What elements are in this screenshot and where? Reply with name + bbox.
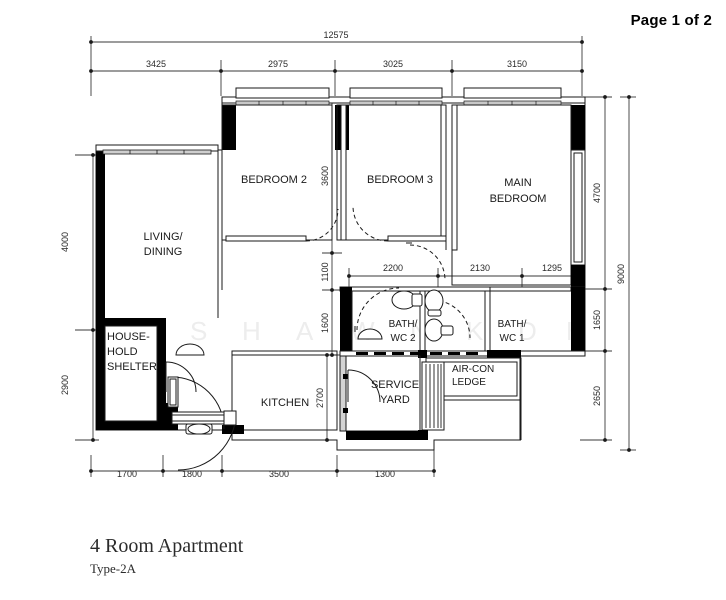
dim-right-1650: 1650: [592, 310, 602, 330]
dim-top-overall: 12575: [323, 30, 348, 40]
dimension-lines: [75, 36, 636, 477]
svg-text:HOLD: HOLD: [107, 346, 138, 358]
svg-text:YARD: YARD: [380, 394, 410, 406]
page-indicator: Page 1 of 2: [630, 12, 712, 29]
dim-bot-4: 1300: [375, 469, 395, 479]
svg-text:WC 1: WC 1: [500, 333, 525, 344]
dim-top-3: 3025: [383, 59, 403, 69]
svg-text:K: K: [466, 316, 502, 346]
label-air-con-ledge: AIR-CON: [452, 364, 494, 375]
svg-text:A: A: [296, 316, 332, 346]
dim-left-2900: 2900: [60, 375, 70, 395]
label-main-bedroom: MAIN: [504, 177, 532, 189]
label-living-dining: LIVING/: [143, 231, 183, 243]
dim-right-4700: 4700: [592, 183, 602, 203]
dimension-labels: 12575 3425 2975 3025 3150 1700 1800 3500…: [60, 30, 626, 479]
walls: [95, 87, 586, 451]
dim-kitchen-2700: 2700: [315, 388, 325, 408]
dim-right-9000: 9000: [616, 264, 626, 284]
dim-top-2: 2975: [268, 59, 288, 69]
label-bedroom-2: BEDROOM 2: [241, 174, 307, 186]
dim-bot-2: 1800: [182, 469, 202, 479]
svg-text:LEDGE: LEDGE: [452, 377, 486, 388]
dim-int-2130: 2130: [470, 263, 490, 273]
entrance-door: [167, 376, 237, 426]
dim-top-1: 3425: [146, 59, 166, 69]
label-bath-wc-2: BATH/: [389, 319, 418, 330]
svg-text:D: D: [518, 316, 556, 346]
svg-text:SHELTER: SHELTER: [107, 361, 157, 373]
plan-subtitle: Type-2A: [90, 561, 137, 576]
dim-top-4: 3150: [507, 59, 527, 69]
label-household-shelter: HOUSE-: [107, 331, 150, 343]
svg-text:BEDROOM: BEDROOM: [490, 193, 547, 205]
dim-int-1295: 1295: [542, 263, 562, 273]
label-bedroom-3: BEDROOM 3: [367, 174, 433, 186]
dim-mid-1100: 1100: [320, 262, 330, 281]
dim-mid-1600: 1600: [320, 313, 330, 333]
dim-bot-3: 3500: [269, 469, 289, 479]
sanitary-fixtures: [175, 289, 454, 435]
svg-text:H: H: [242, 316, 280, 346]
dim-bot-1: 1700: [117, 469, 137, 479]
svg-text:S: S: [190, 316, 226, 346]
dim-int-2200: 2200: [383, 263, 403, 273]
svg-text:WC 2: WC 2: [391, 333, 416, 344]
svg-text:DINING: DINING: [144, 246, 183, 258]
dim-mid-3600: 3600: [320, 166, 330, 186]
label-kitchen: KITCHEN: [261, 397, 309, 409]
dim-right-2650: 2650: [592, 386, 602, 406]
label-bath-wc-1: BATH/: [498, 319, 527, 330]
plan-caption: 4 Room Apartment Type-2A: [90, 535, 243, 577]
dim-left-4000: 4000: [60, 232, 70, 252]
room-labels: LIVING/ DINING BEDROOM 2 BEDROOM 3 MAIN …: [107, 174, 546, 409]
label-service-yard: SERVICE: [371, 379, 419, 391]
plan-title: 4 Room Apartment: [90, 535, 244, 557]
